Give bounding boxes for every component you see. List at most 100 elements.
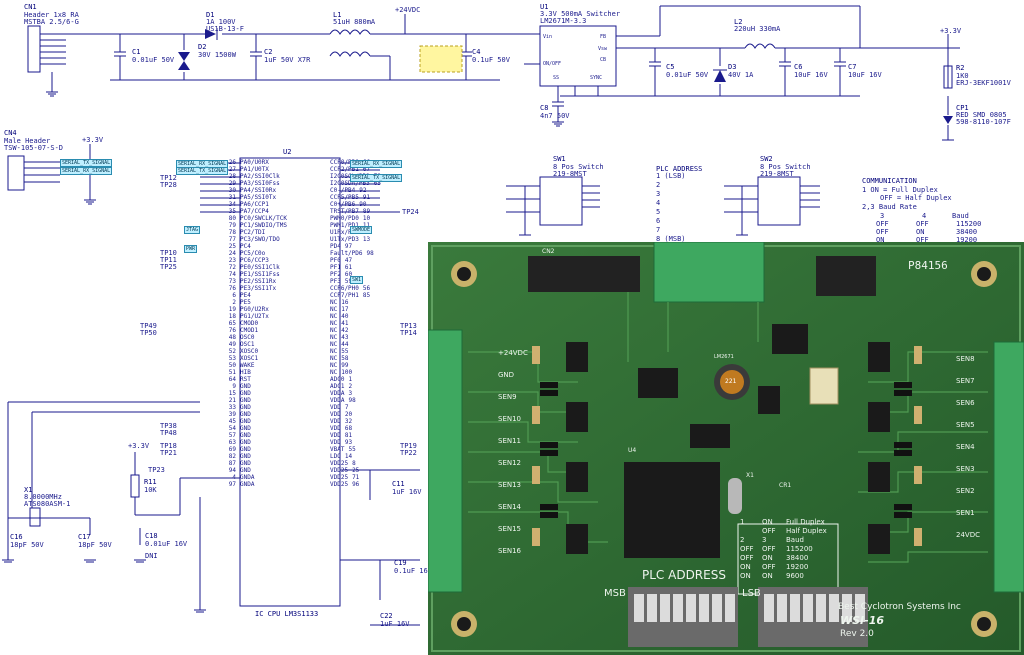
u2-right-pin-num: 16 bbox=[341, 299, 349, 306]
u2-left-pin-name: PC3/SWO/TDO bbox=[240, 236, 280, 243]
l2-desc: 220uH 330mA bbox=[734, 25, 781, 33]
tp19-label: TP19 bbox=[400, 442, 417, 450]
comm-row-c4: ON bbox=[916, 228, 925, 236]
u2-left-pin-name: PG0/U2Rx bbox=[240, 306, 269, 313]
u2-left-pin-name: CMOD0 bbox=[240, 320, 259, 327]
pcb-rev: Rev 2.0 bbox=[840, 629, 874, 639]
u2-right-pin-num: 58 bbox=[341, 355, 349, 362]
u2-right-pin-name: PF1 bbox=[330, 264, 341, 271]
u2-left-pin-num: 21 bbox=[228, 397, 236, 404]
u2-right-pin-num: 67 bbox=[362, 166, 371, 173]
c18-value: 0.01uF 16V bbox=[145, 540, 188, 548]
cn4-part: TSW-105-07-S-D bbox=[4, 144, 64, 152]
sw2-body bbox=[757, 176, 801, 226]
u2-left-pin-name: WAKE bbox=[240, 362, 255, 369]
tp13-label: TP13 bbox=[400, 322, 417, 330]
inductor-symbols bbox=[130, 29, 953, 498]
pcb-silk-row-c: 19200 bbox=[786, 563, 809, 571]
u2-right-pin-list: 66CCP0/PB067CCP2/PB172I2C0SCL/PB265I2C0S… bbox=[330, 159, 386, 488]
u2-left-pin-name: GND bbox=[240, 453, 251, 460]
l1-desc: 51uH 880mA bbox=[333, 18, 376, 26]
u1-pin-fb: FB bbox=[600, 34, 607, 40]
cn4-net-rx: SERIAL_RX_SIGNAL bbox=[60, 167, 113, 175]
u2-left-pin-num: 76 bbox=[228, 285, 236, 292]
c11-value: 1uF 16V bbox=[392, 488, 422, 496]
pcb-silk-row-b: ON bbox=[762, 572, 773, 580]
c22-value: 1uF 16V bbox=[380, 620, 410, 628]
u2-right-pin-num: 1 bbox=[348, 376, 353, 383]
cn4-body bbox=[7, 155, 25, 191]
cp1-led-symbol bbox=[943, 116, 953, 124]
u2-left-pin-name: PA5/SSI0Tx bbox=[240, 194, 277, 201]
u1-body bbox=[539, 25, 617, 87]
u1-pin-vin: Vin bbox=[543, 34, 553, 40]
c17-ref: C17 bbox=[78, 533, 91, 541]
u1-pin-sync: SYNC bbox=[590, 75, 603, 81]
pcb-lsb: LSB bbox=[742, 588, 761, 599]
pcb-silk-row-b: ON bbox=[762, 518, 773, 526]
u1-ref: U1 bbox=[540, 3, 549, 11]
u2-right-pin-num: 56 bbox=[362, 285, 371, 292]
pcb-left-label: SEN16 bbox=[498, 547, 522, 555]
u2-right-pin-name: VDDA bbox=[330, 390, 345, 397]
comm-title: COMMUNICATION bbox=[862, 177, 917, 185]
c7-value: 10uF 16V bbox=[848, 71, 882, 79]
u2-left-pin-num: 31 bbox=[228, 194, 236, 201]
u2-right-pin-num: 17 bbox=[341, 306, 349, 313]
d2-ref: D2 bbox=[198, 43, 207, 51]
pcb-cn2: CN2 bbox=[542, 248, 555, 255]
u2-left-pin-num: 80 bbox=[228, 215, 236, 222]
tp49-label: TP49 bbox=[140, 322, 157, 330]
pcb-left-label: +24VDC bbox=[498, 349, 528, 357]
u2-right-pin-num: 96 bbox=[352, 481, 360, 488]
u2-left-pin-name: PA6/CCP1 bbox=[240, 201, 269, 208]
u2-left-pin: 80 PC0/SWCLK/TCK bbox=[226, 215, 287, 222]
u2-left-pin-num: 78 bbox=[228, 229, 236, 236]
u2-left-pin-num: 69 bbox=[228, 446, 236, 453]
pcb-silk-row-c: Baud bbox=[786, 536, 804, 544]
u2-right-pin-name: NC bbox=[330, 369, 338, 376]
diode-symbols bbox=[178, 28, 953, 124]
pcb-silk-row-a: 2 bbox=[740, 536, 745, 544]
u1-pin-onoff: ON/OFF bbox=[543, 61, 562, 67]
pcb-silk-row-a: OFF bbox=[740, 554, 754, 562]
pcb-silk-row-c: 115200 bbox=[786, 545, 813, 553]
u2-left-pin-name: GND bbox=[240, 425, 251, 432]
u2-left-pin-name: XOSC0 bbox=[240, 348, 259, 355]
u2-left-pin-name: GNDA bbox=[240, 481, 255, 488]
u2-left-pin-num: 9 bbox=[232, 383, 236, 390]
tp14-label: TP14 bbox=[400, 329, 417, 337]
u2-left-pin-name: GND bbox=[240, 411, 251, 418]
plc-address-title: PLC ADDRESS bbox=[656, 165, 703, 173]
pcb-left-label: SEN12 bbox=[498, 459, 522, 467]
d1-part: US1B-13-F bbox=[206, 25, 244, 33]
cn1-body bbox=[27, 25, 41, 73]
pcb-msb: MSB bbox=[604, 588, 626, 599]
u2-left-pin-num: 53 bbox=[228, 355, 236, 362]
u2-left-pin-name: HIB bbox=[240, 369, 251, 376]
pcb-right-label: SEN4 bbox=[956, 443, 975, 451]
c7-ref: C7 bbox=[848, 63, 857, 71]
r11-vcc: +3.3V bbox=[128, 442, 150, 450]
u2-left-pin-name: PC0/SWCLK/TCK bbox=[240, 215, 287, 222]
